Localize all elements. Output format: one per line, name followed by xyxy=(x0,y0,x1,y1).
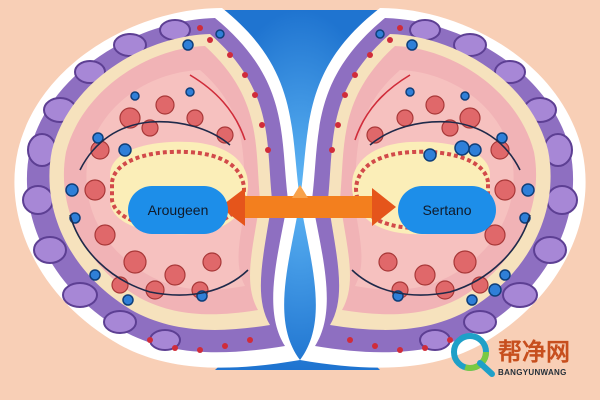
left-blue-vesicles xyxy=(65,29,225,306)
left-node: Arougeen xyxy=(128,186,228,234)
watermark-cn: 帮净网 xyxy=(498,338,570,366)
magnifier-logo-icon xyxy=(451,333,495,377)
left-outer-cells xyxy=(22,19,191,351)
left-node-label: Arougeen xyxy=(148,202,209,218)
watermark-en: BANGYUNWANG xyxy=(498,368,567,377)
right-node-label: Sertano xyxy=(422,202,471,218)
left-cell xyxy=(14,8,301,368)
right-node: Sertano xyxy=(398,186,496,234)
double-arrow-icon xyxy=(220,185,396,226)
watermark: 帮净网 BANGYUNWANG xyxy=(451,333,570,377)
right-outer-cells xyxy=(409,19,578,351)
right-blue-vesicles xyxy=(375,29,535,306)
